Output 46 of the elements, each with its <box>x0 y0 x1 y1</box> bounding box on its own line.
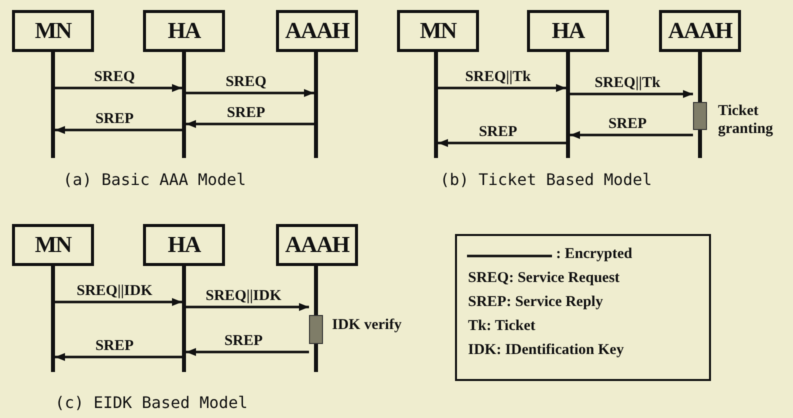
definition-text: SREQ: Service Request <box>468 270 620 287</box>
lifeline <box>51 52 55 158</box>
message-arrow <box>186 120 314 128</box>
message-arrow <box>570 90 693 98</box>
message-label: SREQ <box>93 69 136 85</box>
definition-text: IDK: IDentification Key <box>468 342 624 359</box>
lifeline <box>434 52 438 158</box>
figure-caption: (a) Basic AAA Model <box>63 170 246 189</box>
lifeline <box>566 52 570 158</box>
message-label: SREQ||IDK <box>204 288 282 304</box>
message-arrow <box>438 84 566 92</box>
definition-text: Tk: Ticket <box>468 318 536 335</box>
message-arrow <box>55 126 182 134</box>
participant-box: MN <box>12 10 94 52</box>
participant-box: AAAH <box>276 224 358 266</box>
lifeline <box>182 52 186 158</box>
message-arrow <box>55 353 182 361</box>
message-arrow <box>570 131 693 139</box>
message-label: SREQ||IDK <box>76 283 154 299</box>
annotation-text: Ticket granting <box>718 102 774 138</box>
message-arrow <box>186 348 309 356</box>
participant-box: AAAH <box>276 10 358 52</box>
annotation-text: IDK verify <box>332 316 403 334</box>
legend-text: : Encrypted <box>556 246 632 263</box>
lifeline <box>51 266 55 372</box>
participant-box: MN <box>12 224 94 266</box>
message-arrow <box>438 139 566 147</box>
message-arrow <box>186 89 314 97</box>
message-arrow <box>186 303 309 311</box>
participant-box: HA <box>527 10 609 52</box>
definition-text: SREP: Service Reply <box>468 294 603 311</box>
participant-box: HA <box>143 10 225 52</box>
activation-bar <box>309 315 323 344</box>
message-arrow <box>55 298 182 306</box>
message-label: SREQ <box>224 74 268 90</box>
message-arrow <box>55 84 182 92</box>
message-label: SREQ||Tk <box>464 69 532 85</box>
participant-box: AAAH <box>659 10 741 52</box>
activation-bar <box>693 102 707 130</box>
message-label: SREQ||Tk <box>594 75 662 91</box>
lifeline <box>314 52 318 158</box>
participant-box: MN <box>397 10 479 52</box>
lifeline <box>182 266 186 372</box>
figure-caption: (c) EIDK Based Model <box>55 393 248 412</box>
figure-caption: (b) Ticket Based Model <box>440 170 652 189</box>
participant-box: HA <box>143 224 225 266</box>
